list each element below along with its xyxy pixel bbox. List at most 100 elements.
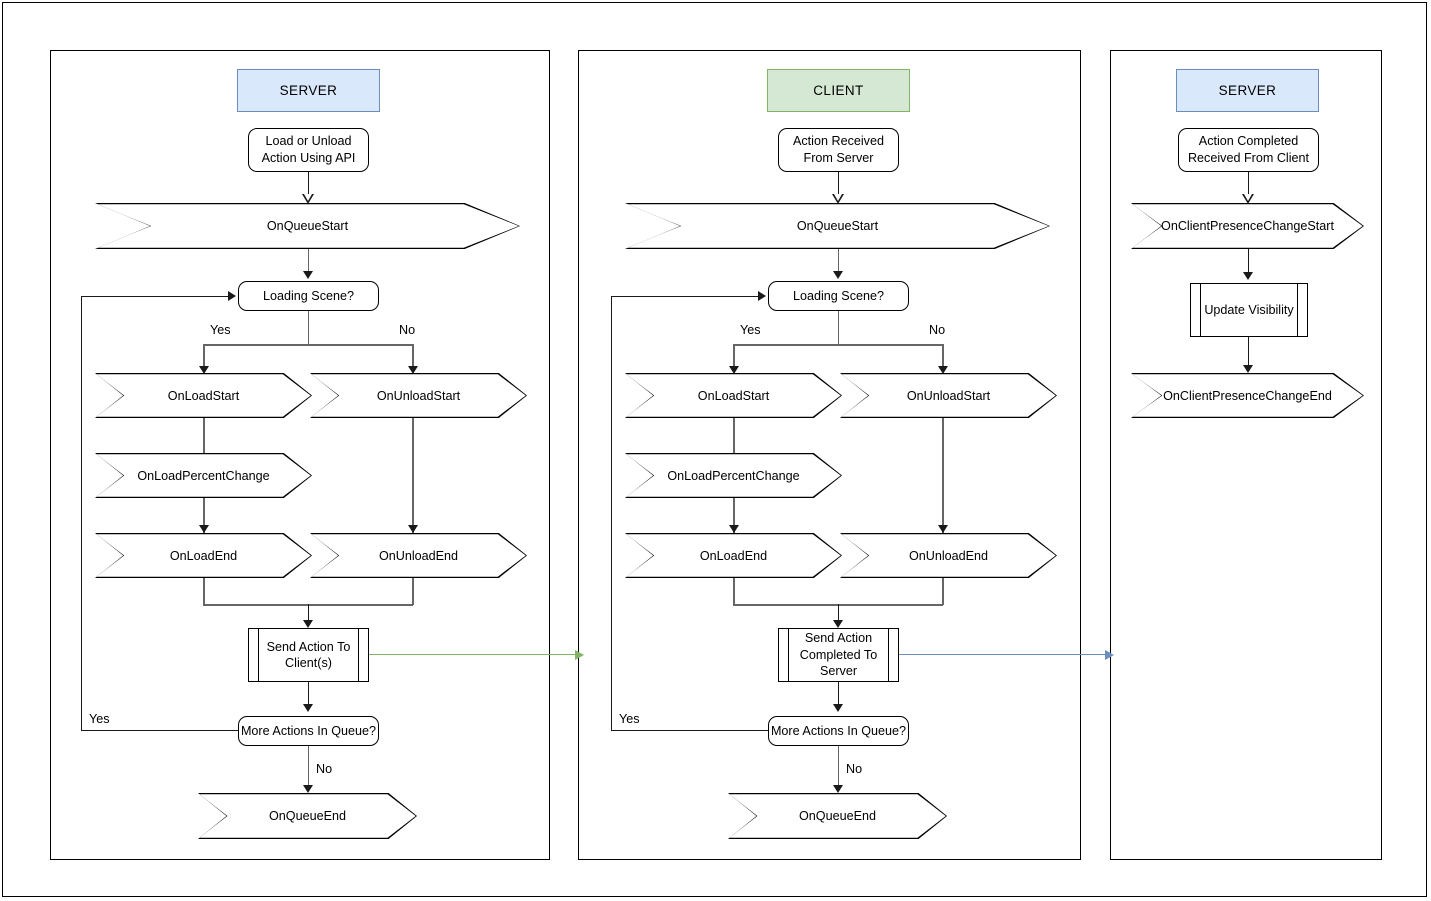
chevron-fill bbox=[96, 374, 311, 417]
node-client-loading-scene-decision[interactable]: Loading Scene? bbox=[768, 281, 909, 311]
arrowhead-server1-no-branch bbox=[407, 366, 418, 374]
node-server2-onclientpresencechangestart[interactable]: OnClientPresenceChangeStart bbox=[1131, 203, 1364, 249]
connector-server-to-client-message bbox=[369, 654, 577, 656]
arrowhead-client-loadstart-chain bbox=[728, 525, 739, 533]
chevron-fill bbox=[311, 534, 526, 577]
chevron-fill bbox=[96, 204, 519, 248]
pproc-bar-left bbox=[258, 629, 260, 681]
node-server1-loading-scene-decision[interactable]: Loading Scene? bbox=[238, 281, 379, 311]
connector-server1-loading-split-stem bbox=[307, 311, 310, 345]
arrowhead-server1-queuestart-to-loading bbox=[303, 271, 313, 279]
label-client-more-yes: Yes bbox=[619, 712, 640, 726]
chevron-fill bbox=[729, 794, 946, 838]
chevron-fill bbox=[96, 454, 311, 497]
arrowhead-client-start-to-queuestart bbox=[832, 194, 844, 204]
pproc-bar-left bbox=[1200, 284, 1202, 336]
lane-server-2 bbox=[1110, 50, 1382, 860]
chevron-fill bbox=[841, 534, 1056, 577]
connector-client-merge-stem bbox=[837, 604, 839, 624]
arrowhead-client-no-branch bbox=[937, 366, 948, 374]
connector-client-loopback-left bbox=[611, 295, 613, 731]
connector-client-loading-split-stem bbox=[837, 311, 840, 345]
connector-client-merge-right bbox=[942, 578, 944, 605]
connector-server1-send-to-more bbox=[307, 682, 309, 706]
connector-server1-unloadstart-to-unloadend bbox=[412, 418, 414, 533]
arrowhead-server1-loadstart-chain bbox=[198, 525, 209, 533]
node-server2-update-visibility[interactable]: Update Visibility bbox=[1190, 283, 1308, 337]
node-server1-onloadend[interactable]: OnLoadEnd bbox=[95, 533, 312, 578]
node-server2-onclientpresencechangeend[interactable]: OnClientPresenceChangeEnd bbox=[1131, 373, 1364, 418]
connector-server1-loopback-bottom bbox=[81, 730, 238, 732]
label-server1-no: No bbox=[399, 323, 416, 337]
node-client-onloadstart[interactable]: OnLoadStart bbox=[625, 373, 842, 418]
arrowhead-server-to-client-message bbox=[575, 650, 584, 660]
node-client-onunloadend[interactable]: OnUnloadEnd bbox=[840, 533, 1057, 578]
arrowhead-client-to-server-message bbox=[1105, 650, 1114, 660]
connector-client-yes-branch bbox=[733, 344, 735, 368]
chevron-fill bbox=[626, 454, 841, 497]
node-client-onunloadstart[interactable]: OnUnloadStart bbox=[840, 373, 1057, 418]
arrowhead-client-merge bbox=[833, 620, 843, 628]
node-server1-onqueueend[interactable]: OnQueueEnd bbox=[198, 793, 417, 839]
arrowhead-server2-visibility-to-presenceend bbox=[1243, 365, 1253, 373]
connector-client-merge-left bbox=[733, 578, 735, 605]
arrowhead-client-more-no bbox=[833, 785, 843, 793]
node-server2-start[interactable]: Action Completed Received From Client bbox=[1178, 128, 1319, 172]
pproc-bar-right bbox=[887, 629, 889, 681]
arrowhead-client-queuestart-to-loading bbox=[833, 271, 843, 279]
chevron-fill bbox=[841, 374, 1056, 417]
node-server1-start[interactable]: Load or Unload Action Using API bbox=[248, 128, 369, 172]
arrowhead-server1-start-to-queuestart bbox=[302, 194, 314, 204]
chevron-fill bbox=[1132, 374, 1363, 417]
connector-server2-presencestart-to-visibility bbox=[1247, 249, 1249, 275]
connector-client-no-branch bbox=[942, 344, 944, 368]
arrowhead-server1-send-to-more bbox=[303, 704, 313, 712]
connector-client-loading-split-bar bbox=[733, 344, 943, 346]
chevron-fill bbox=[626, 534, 841, 577]
node-client-onqueueend[interactable]: OnQueueEnd bbox=[728, 793, 947, 839]
arrowhead-client-send-to-more bbox=[833, 704, 843, 712]
node-server1-onqueuestart[interactable]: OnQueueStart bbox=[95, 203, 520, 249]
node-server1-onunloadend[interactable]: OnUnloadEnd bbox=[310, 533, 527, 578]
node-server1-onunloadstart[interactable]: OnUnloadStart bbox=[310, 373, 527, 418]
arrowhead-client-unloadstart-chain bbox=[937, 525, 948, 533]
node-server1-send-action-to-clients[interactable]: Send Action To Client(s) bbox=[248, 628, 369, 682]
arrowhead-server2-presencestart-to-visibility bbox=[1243, 272, 1253, 280]
chevron-fill bbox=[626, 204, 1049, 248]
connector-client-unloadstart-to-unloadend bbox=[942, 418, 944, 533]
connector-client-send-to-more bbox=[837, 682, 839, 706]
connector-client-loopback-bottom bbox=[611, 730, 768, 732]
pproc-bar-right bbox=[1296, 284, 1298, 336]
lane-header-server-2: SERVER bbox=[1176, 69, 1319, 112]
label-server1-yes: Yes bbox=[210, 323, 231, 337]
node-client-more-actions-decision[interactable]: More Actions In Queue? bbox=[768, 716, 909, 746]
arrowhead-client-yes-branch bbox=[728, 366, 739, 374]
connector-server1-queuestart-to-loading bbox=[307, 249, 310, 273]
connector-server1-merge-stem bbox=[307, 604, 309, 624]
chevron-fill bbox=[96, 534, 311, 577]
connector-server1-yes-branch bbox=[203, 344, 205, 368]
connector-server1-merge-right bbox=[412, 578, 414, 605]
connector-server1-merge-left bbox=[203, 578, 205, 605]
label-client-no: No bbox=[929, 323, 946, 337]
chevron-fill bbox=[1132, 204, 1363, 248]
node-server1-more-actions-decision[interactable]: More Actions In Queue? bbox=[238, 716, 379, 746]
node-client-onloadend[interactable]: OnLoadEnd bbox=[625, 533, 842, 578]
connector-server2-visibility-to-presenceend bbox=[1247, 337, 1249, 369]
node-client-onqueuestart[interactable]: OnQueueStart bbox=[625, 203, 1050, 249]
connector-server1-more-no bbox=[307, 746, 310, 789]
chevron-fill bbox=[199, 794, 416, 838]
connector-server1-loopback-left bbox=[81, 295, 83, 731]
connector-client-loopback-top bbox=[611, 295, 762, 297]
node-client-onloadpercentchange[interactable]: OnLoadPercentChange bbox=[625, 453, 842, 498]
node-client-start[interactable]: Action Received From Server bbox=[778, 128, 899, 172]
chevron-fill bbox=[311, 374, 526, 417]
node-server1-onloadstart[interactable]: OnLoadStart bbox=[95, 373, 312, 418]
node-server1-onloadpercentchange[interactable]: OnLoadPercentChange bbox=[95, 453, 312, 498]
node-client-send-action-completed-to-server[interactable]: Send Action Completed To Server bbox=[778, 628, 899, 682]
label-server1-more-no: No bbox=[316, 762, 333, 776]
arrowhead-server1-more-no bbox=[303, 785, 313, 793]
arrowhead-client-loopback bbox=[758, 291, 766, 301]
